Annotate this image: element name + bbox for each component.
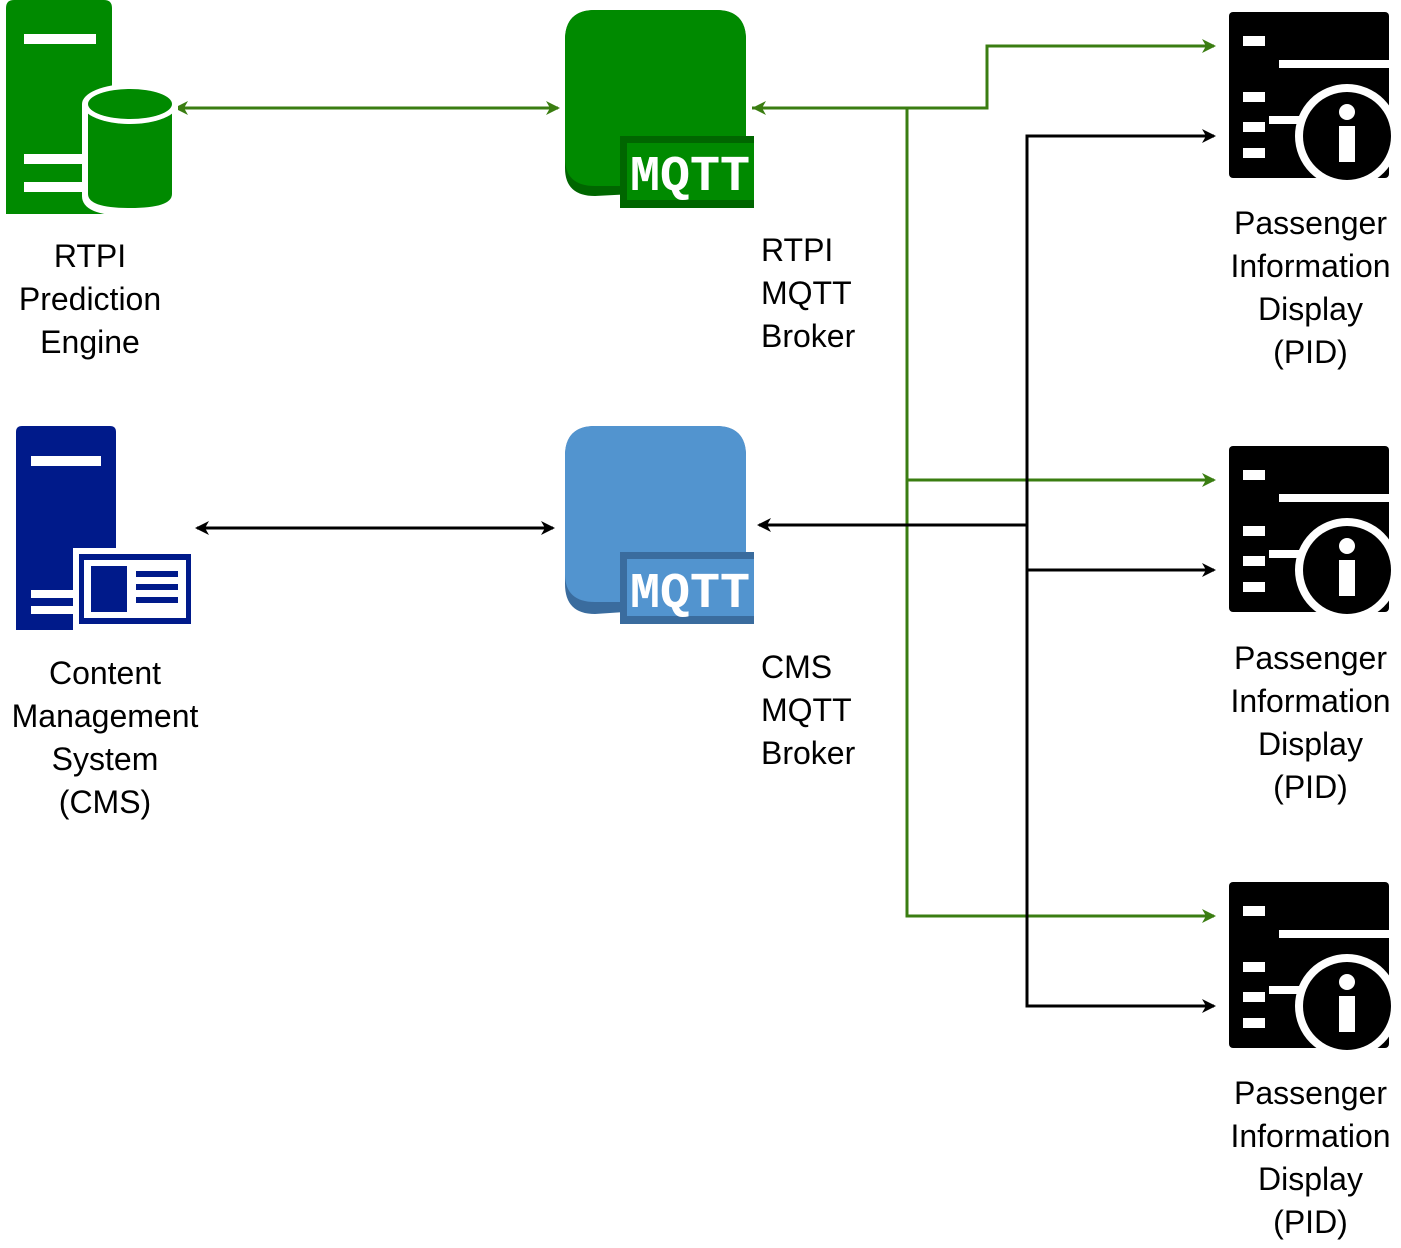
cms-label-line: Management xyxy=(11,698,199,734)
pid-label-line: Information xyxy=(1230,248,1391,284)
mqtt-broker-icon xyxy=(565,10,754,208)
cms-connectors xyxy=(195,129,1216,1013)
pid-label-line: Passenger xyxy=(1234,205,1387,241)
cms-broker-to-pid-3-connector xyxy=(1025,570,1216,1013)
rtpi-broker-label-line: MQTT xyxy=(761,275,852,311)
rtpi-broker-to-pid-3-connector xyxy=(905,480,1216,923)
information-display-icon xyxy=(1229,446,1399,622)
pid-label-line: Passenger xyxy=(1234,1075,1387,1111)
rtpi-connectors xyxy=(174,39,1216,923)
information-display-icon xyxy=(1229,882,1399,1058)
rtpi-broker-label-line: Broker xyxy=(761,318,856,354)
cms-broker-badge: MQTT xyxy=(630,566,750,623)
cms-broker-to-pid-1-connector xyxy=(1025,129,1216,525)
pid-label-line: Display xyxy=(1258,726,1363,762)
rtpi-broker-label: RTPI MQTT Broker xyxy=(761,229,901,358)
pid-label-line: Information xyxy=(1230,1118,1391,1154)
cms-broker-label-line: Broker xyxy=(761,735,856,771)
pid-label-line: Information xyxy=(1230,683,1391,719)
rtpi-engine-label-line: RTPI xyxy=(53,238,127,274)
cms-broker-label-line: MQTT xyxy=(761,692,852,728)
pid-2-label: Passenger Information Display (PID) xyxy=(1220,637,1401,809)
rtpi-broker-to-pid-2-connector xyxy=(905,108,1216,487)
cms-label-line: (CMS) xyxy=(58,784,152,820)
pid-label-line: Display xyxy=(1258,1161,1363,1197)
rtpi-broker-label-line: RTPI xyxy=(761,232,834,268)
pid-3-label: Passenger Information Display (PID) xyxy=(1220,1072,1401,1244)
rtpi-broker-to-pid-1-connector xyxy=(752,39,1216,110)
pid-label-line: (PID) xyxy=(1273,1204,1348,1240)
rtpi-engine-label-line: Prediction xyxy=(18,281,162,317)
cms-label-line: Content xyxy=(48,655,162,691)
rtpi-engine-label: RTPI Prediction Engine xyxy=(0,235,180,364)
pid-label-line: Display xyxy=(1258,291,1363,327)
cms-label-line: System xyxy=(51,741,159,777)
pid-label-line: Passenger xyxy=(1234,640,1387,676)
rtpi-broker-badge: MQTT xyxy=(630,149,750,206)
information-display-icon xyxy=(1229,12,1399,188)
cms-label: Content Management System (CMS) xyxy=(0,652,210,824)
pid-1-label: Passenger Information Display (PID) xyxy=(1220,202,1401,374)
mqtt-broker-icon xyxy=(565,426,754,624)
cms-broker-to-pid-2-connector xyxy=(1025,525,1216,577)
rtpi-engine-label-line: Engine xyxy=(40,324,140,360)
content-server-icon xyxy=(16,426,195,630)
pid-label-line: (PID) xyxy=(1273,769,1348,805)
cms-broker-label: CMS MQTT Broker xyxy=(761,646,901,775)
database-server-icon xyxy=(6,0,178,216)
pid-label-line: (PID) xyxy=(1273,334,1348,370)
cms-broker-label-line: CMS xyxy=(761,649,833,685)
